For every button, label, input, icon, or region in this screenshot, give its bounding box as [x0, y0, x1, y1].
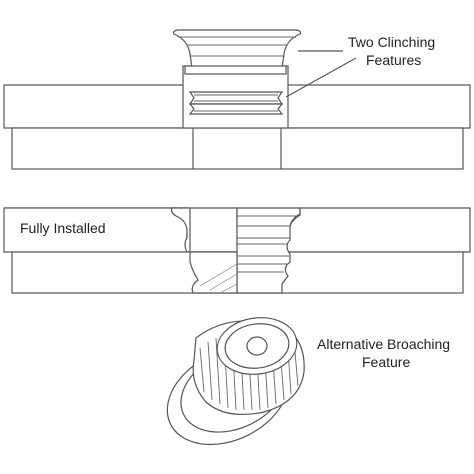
- label-features: Features: [366, 52, 421, 68]
- label-two-clinching: Two Clinching: [348, 34, 435, 50]
- lower-plate-top: [11, 127, 464, 170]
- fastener-flange: [172, 29, 302, 69]
- broaching-fastener-3d: Alternative Broaching Feature: [166, 317, 450, 446]
- label-alternative-broaching: Alternative Broaching: [317, 336, 450, 352]
- clinching-grooves: [188, 91, 284, 115]
- center-hole: [246, 336, 268, 356]
- clinched-material-left: [189, 251, 238, 294]
- top-assembly: Two Clinching Features: [3, 29, 471, 170]
- label-feature: Feature: [362, 354, 410, 370]
- leader-line-grooves: [285, 57, 357, 98]
- flange-band: [184, 65, 287, 75]
- label-fully-installed: Fully Installed: [20, 220, 106, 236]
- installed-assembly: Fully Installed: [3, 207, 471, 294]
- upper-plate-cutout: [170, 207, 191, 253]
- upper-plate-left: [3, 207, 188, 253]
